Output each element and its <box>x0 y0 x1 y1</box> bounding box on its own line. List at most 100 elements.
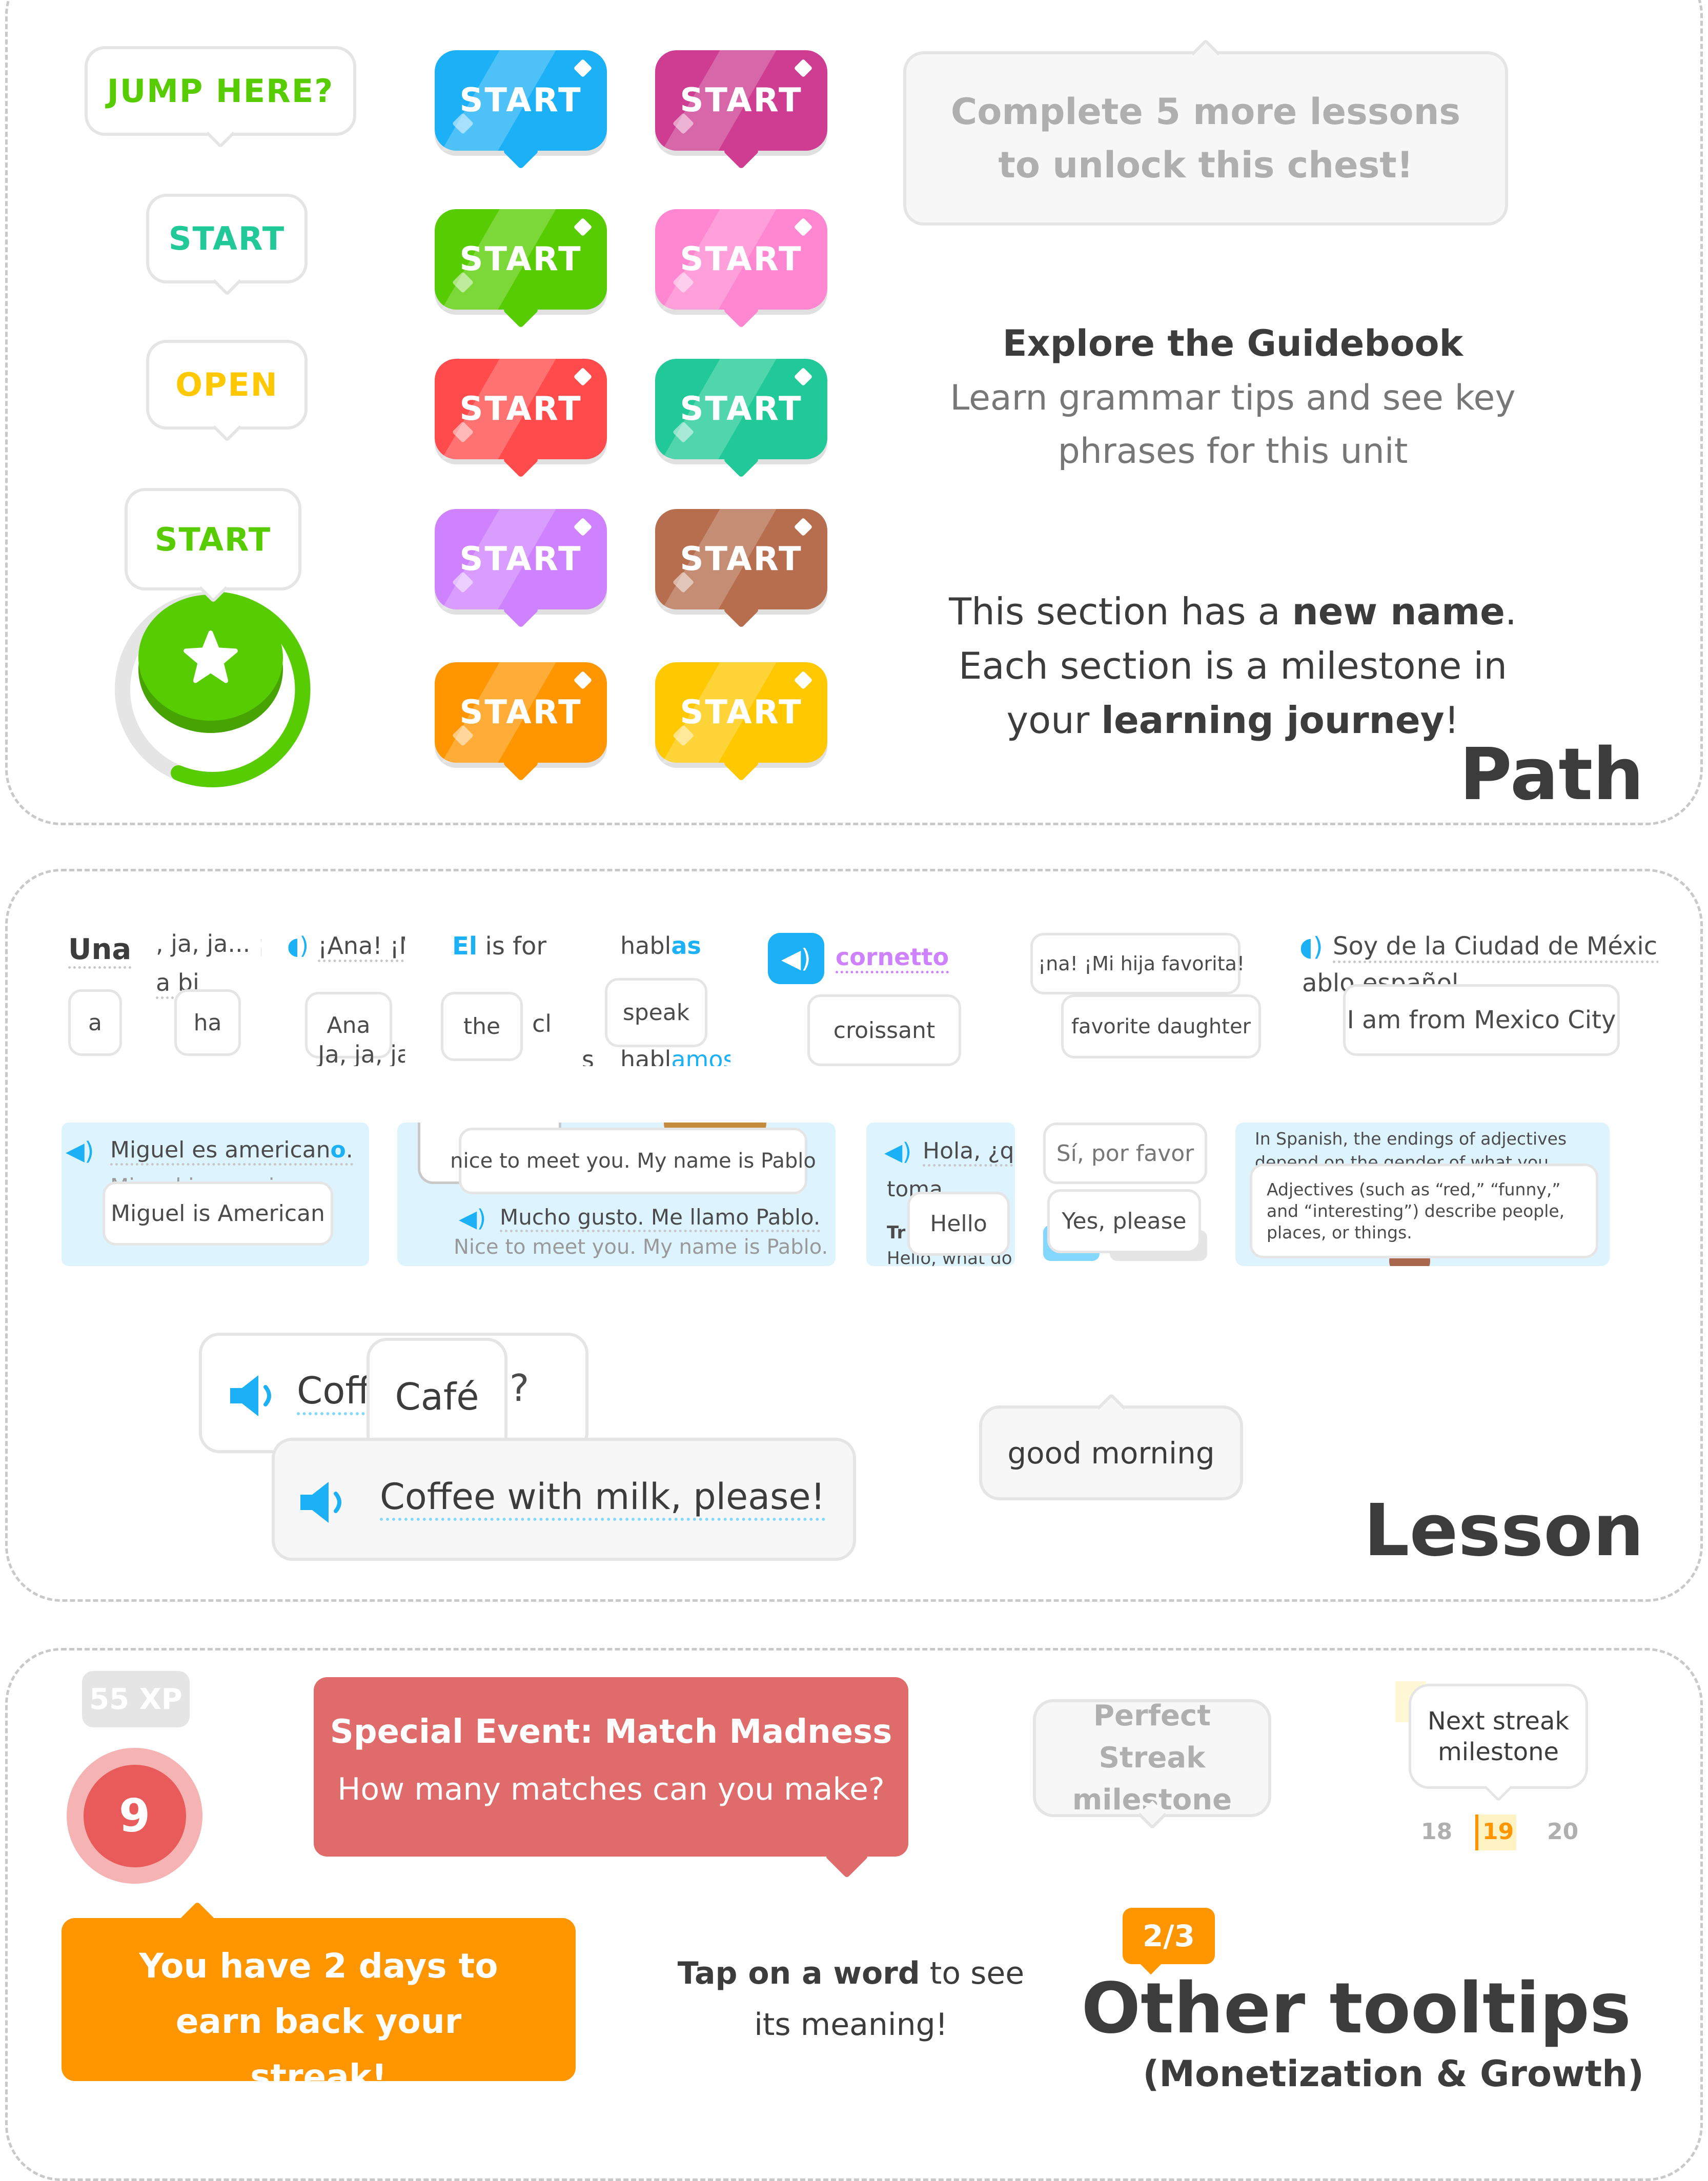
sentence-soy[interactable]: Soy de la Ciudad de México. <box>1333 932 1658 963</box>
card-pablo: nice to meet you. My name is Pablo ◀) Mu… <box>397 1123 836 1266</box>
earn-back-text: You have 2 days to earn back your streak… <box>139 1946 498 2096</box>
xp-label: 55 XP <box>89 1682 182 1716</box>
guidebook-title: Explore the Guidebook <box>1002 322 1463 364</box>
section-text-2: . Each section is a milestone in your <box>958 590 1517 742</box>
sentence-hola-sub2: Tr <box>887 1222 906 1243</box>
speaker-icon[interactable]: ◖) <box>1299 932 1323 962</box>
speaker-icon[interactable] <box>228 1373 284 1419</box>
earn-back-streak-tooltip[interactable]: You have 2 days to earn back your streak… <box>62 1901 576 2096</box>
hint-chip-a: a <box>68 989 122 1056</box>
path-section-label: Path <box>1459 733 1644 817</box>
start-button-magenta[interactable]: START <box>655 50 827 170</box>
chest-tooltip: Complete 5 more lessons to unlock this c… <box>903 51 1508 226</box>
tap-word-bold: Tap on a word <box>677 1955 920 1991</box>
start-label: START <box>154 520 272 558</box>
adjectives-header: In Spanish, the endings of adjectives <box>1255 1129 1567 1149</box>
speaker-icon[interactable]: ◀) <box>66 1137 94 1166</box>
streak-counter: 9 <box>67 1748 202 1884</box>
open-tooltip[interactable]: OPEN <box>146 340 308 430</box>
perfect-streak-text: Perfect Streak milestone <box>1072 1699 1232 1817</box>
word-hablamos: hablamos <box>620 1046 730 1066</box>
start-button-green[interactable]: START <box>435 209 607 329</box>
coffee-sentence[interactable]: Coff <box>297 1369 371 1415</box>
hint-chip-speak: speak <box>605 978 707 1047</box>
word-card-daughter: ¡na! ¡Mi hija favorita! favorite daughte… <box>1030 933 1261 1066</box>
start-label: START <box>459 390 582 428</box>
start-button-red[interactable]: START <box>435 359 607 478</box>
side-s: s <box>582 1046 594 1066</box>
hint-cafe: Café <box>395 1375 479 1418</box>
speaker-button[interactable]: ◀) <box>768 933 824 984</box>
word-card-ha: , ja, ja... ¡M a bi ha <box>154 918 261 1066</box>
streak-number: 9 <box>118 1789 151 1842</box>
section-text-3: ! <box>1444 699 1459 742</box>
speaker-icon[interactable]: ◀) <box>884 1138 912 1166</box>
sentence-miguel[interactable]: Miguel es americano. <box>110 1137 353 1166</box>
sentence-ana-sub: Ja, ja, ja <box>318 1041 405 1066</box>
star-lesson-node[interactable] <box>138 595 283 733</box>
start-button-yellow[interactable]: START <box>655 662 827 782</box>
start-label: START <box>459 694 582 731</box>
sentence-hola[interactable]: Hola, ¿qu <box>923 1138 1015 1167</box>
special-event-tooltip[interactable]: Special Event: Match Madness How many ma… <box>314 1677 908 1879</box>
jump-here-tooltip[interactable]: JUMP HERE? <box>85 46 356 136</box>
hint-chip-yes: Yes, please <box>1047 1189 1201 1253</box>
side-text: cl <box>532 1010 552 1037</box>
guidebook-tooltip[interactable]: Explore the Guidebook Learn grammar tips… <box>912 315 1553 478</box>
start-tooltip-green[interactable]: START <box>125 488 301 590</box>
lesson-section-label: Lesson <box>1364 1489 1644 1573</box>
card-yes: Sí, por favor Yes, please <box>1043 1123 1207 1266</box>
hint-chip-croissant: croissant <box>807 994 961 1066</box>
word-card-una: Una a <box>64 918 136 1066</box>
star-icon <box>184 630 238 683</box>
open-label: OPEN <box>175 366 278 403</box>
sentence-pablo-translation: Nice to meet you. My name is Pablo. <box>454 1235 828 1259</box>
section-text-1: This section has a <box>949 590 1292 633</box>
start-button-teal[interactable]: START <box>655 359 827 478</box>
section-name-tooltip: This section has a new name. Each sectio… <box>918 584 1548 747</box>
word-una[interactable]: Una <box>68 933 132 969</box>
sentence-ana[interactable]: ¡Ana! ¡M <box>318 932 405 962</box>
card-hello: ◀) Hola, ¿qu toma Tr Hello, what do y He… <box>866 1123 1015 1266</box>
start-label: START <box>459 540 582 578</box>
next-streak-text: Next streak milestone <box>1427 1706 1570 1766</box>
hint-chip-hello: Hello <box>907 1192 1010 1256</box>
good-morning-tooltip: good morning <box>979 1405 1243 1500</box>
start-button-blue[interactable]: START <box>435 50 607 170</box>
day-18: 18 <box>1421 1819 1453 1845</box>
start-button-pink[interactable]: START <box>655 209 827 329</box>
speaker-icon[interactable]: ◖) <box>287 932 309 960</box>
streak-calendar: 18 19 20 <box>1415 1815 1584 1856</box>
other-section-label: Other tooltips <box>1081 1968 1631 2049</box>
good-morning-text: good morning <box>1007 1435 1215 1471</box>
card-miguel: ◀) Miguel es americano. Miguel is americ… <box>62 1123 369 1266</box>
word-card-ana: ◖) ¡Ana! ¡M Ana Ja, ja, ja <box>287 918 405 1066</box>
hint-chip-mexico: I am from Mexico City <box>1343 984 1620 1056</box>
start-button-purple[interactable]: START <box>435 509 607 628</box>
start-label: START <box>459 81 582 119</box>
start-button-orange[interactable]: START <box>435 662 607 782</box>
hint-chip-adjectives: Adjectives (such as “red,” “funny,” and … <box>1250 1164 1598 1258</box>
start-button-brown[interactable]: START <box>655 509 827 628</box>
day-19: 19 <box>1482 1819 1514 1845</box>
choice-si[interactable]: Sí, por favor <box>1043 1123 1207 1184</box>
xp-badge: 55 XP <box>82 1671 190 1727</box>
word-card-speak: hablas speak s hablamos <box>577 918 730 1066</box>
speaker-icon[interactable]: ◀) <box>459 1205 486 1232</box>
sentence-ja: , ja, ja... ¡M <box>156 930 261 957</box>
guidebook-body: Learn grammar tips and see key phrases f… <box>950 378 1516 472</box>
hint-chip-pablo: nice to meet you. My name is Pablo <box>450 1128 816 1194</box>
start-label: START <box>680 540 803 578</box>
day-19-highlight <box>1475 1815 1516 1850</box>
card-adjectives: In Spanish, the endings of adjectives de… <box>1235 1123 1610 1266</box>
sentence-pablo[interactable]: Mucho gusto. Me llamo Pablo. <box>500 1205 821 1232</box>
section-bold-2: learning journey <box>1101 699 1445 742</box>
jump-here-label: JUMP HERE? <box>107 72 334 110</box>
chest-tooltip-text: Complete 5 more lessons to unlock this c… <box>950 91 1461 186</box>
word-card-croissant: ◀) cornetto croissant <box>764 918 994 1066</box>
start-label: START <box>680 81 803 119</box>
word-cornetto[interactable]: cornetto <box>836 943 949 973</box>
start-tooltip-teal[interactable]: START <box>146 194 308 283</box>
speaker-icon[interactable] <box>298 1479 354 1525</box>
start-label: START <box>168 220 286 257</box>
